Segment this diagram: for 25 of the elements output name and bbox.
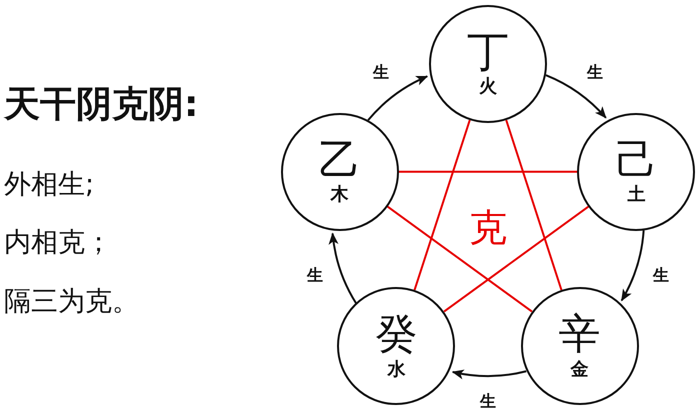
element-character: 土 (627, 183, 646, 207)
stem-character: 丁 (467, 29, 509, 76)
curved-arrow (452, 368, 526, 379)
element-character: 金 (570, 358, 589, 381)
curved-arrow (367, 75, 428, 121)
curved-arrow (329, 232, 357, 304)
rule-text: 外相生; (4, 168, 94, 202)
connector-line (505, 120, 562, 290)
rule-text: 内相克； (4, 226, 112, 260)
connector-line (386, 206, 533, 312)
connector-line (443, 206, 590, 312)
stem-character: 乙 (318, 136, 361, 184)
connector-line (414, 120, 471, 290)
curved-arrow (546, 74, 607, 118)
rule-text: 隔三为克。 (4, 285, 139, 319)
stem-character: 己 (615, 136, 658, 184)
element-character: 水 (387, 358, 406, 381)
element-character: 木 (330, 183, 349, 207)
stem-character: 癸 (375, 311, 418, 358)
element-character: 火 (479, 75, 497, 99)
stem-character: 辛 (558, 311, 601, 358)
curved-arrow (620, 230, 645, 302)
title: 天干阴克阴: (4, 83, 198, 127)
center-label: 克 (469, 204, 507, 252)
connector-line (398, 170, 578, 173)
